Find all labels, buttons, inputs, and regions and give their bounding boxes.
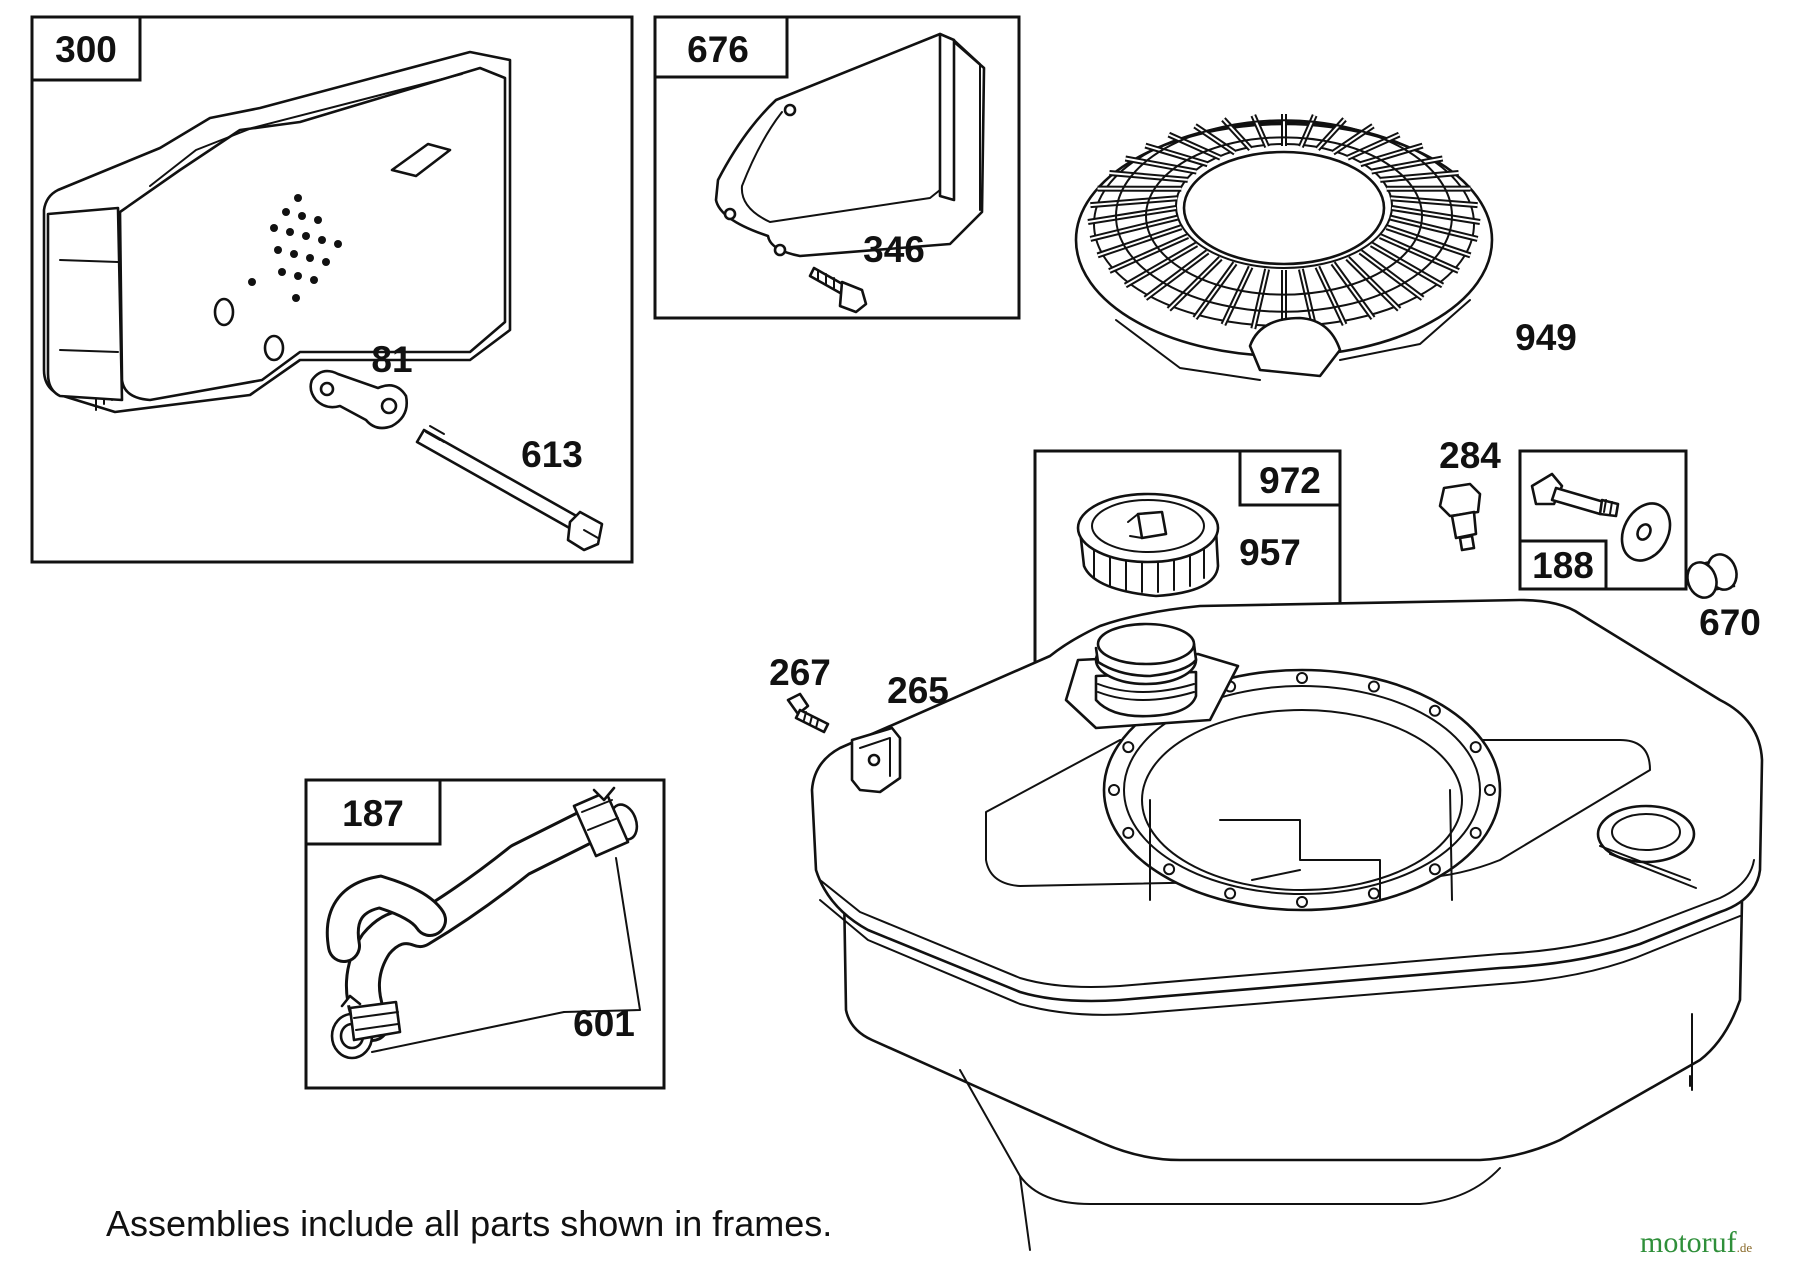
muffler-vent-holes: [248, 194, 342, 302]
blower-fin-highlight: [1370, 243, 1444, 287]
blower-fin-highlight: [1144, 250, 1209, 300]
frame-label-188: 188: [1532, 545, 1594, 586]
tank-ring-hole: [1163, 863, 1176, 876]
shoulder-bolt-icon: [1438, 482, 1482, 552]
frame-676: 676 346: [653, 15, 1021, 320]
frame-187: 187 601: [304, 778, 666, 1090]
blower-fin-highlight: [1391, 207, 1481, 223]
bracket-icon: [850, 726, 902, 794]
tank-ring-hole: [1367, 680, 1380, 693]
blower-housing-icon: [1074, 114, 1494, 381]
blower-fin-highlight: [1090, 216, 1178, 240]
blower-fin-highlight: [1379, 235, 1460, 272]
screw-267-icon: [786, 692, 830, 734]
bolt-icon: [808, 266, 868, 314]
frame-972: 972: [1033, 449, 1342, 706]
blower-fin-highlight: [1097, 226, 1182, 257]
watermark: motoruf.de: [1640, 1226, 1752, 1259]
blower-fin-highlight: [1390, 197, 1478, 207]
frame-label-972: 972: [1259, 460, 1321, 501]
tank-ring-hole: [1484, 784, 1496, 796]
blower-fin-highlight: [1316, 266, 1346, 326]
shoulder-screw-icon: [1530, 472, 1620, 518]
fuel-cap-icon: [1076, 492, 1220, 598]
callout-613: 613: [521, 434, 583, 475]
tank-ring-hole: [1469, 741, 1482, 754]
blower-fin-highlight: [1347, 133, 1400, 159]
muffler-screw-icon: [415, 425, 604, 552]
blower-fin-highlight: [1316, 118, 1346, 150]
blower-fin-highlight: [1299, 268, 1316, 329]
blower-fin-highlight: [1168, 133, 1221, 159]
tank-ring-hole: [1469, 826, 1482, 839]
tank-ring-hole: [1367, 887, 1380, 900]
tank-ring-hole: [1122, 826, 1135, 839]
callout-601: 601: [573, 1003, 635, 1044]
blower-fin-highlight: [1390, 216, 1478, 240]
tank-ring-hole: [1428, 863, 1441, 876]
hose-clamp-icon: [572, 786, 630, 858]
tank-ring-hole: [1428, 704, 1441, 717]
frame-label-676: 676: [687, 29, 749, 70]
blower-fin-highlight: [1380, 172, 1459, 181]
fuel-line-icon: [325, 802, 639, 1060]
muffler-guard-icon: [714, 32, 986, 258]
blower-fin-highlight: [1299, 114, 1316, 148]
blower-fin-highlight: [1332, 262, 1374, 319]
frame-label-300: 300: [55, 29, 117, 70]
tank-ring-holes: [1108, 672, 1496, 908]
blower-fin-highlight: [1145, 144, 1208, 166]
blower-fin-highlight: [1108, 235, 1189, 272]
muffler-icon: [42, 50, 512, 414]
callout-265: 265: [887, 670, 949, 711]
blower-fin-highlight: [1168, 257, 1222, 311]
blower-fin-highlight: [1359, 250, 1424, 300]
callout-670: 670: [1699, 602, 1761, 643]
blower-fins: [1087, 114, 1481, 330]
watermark-main: motoruf: [1640, 1226, 1737, 1259]
blower-fin-highlight: [1346, 257, 1400, 311]
blower-fin-highlight: [1090, 197, 1178, 207]
muffler-plate-icon: [309, 369, 408, 430]
blower-fin-highlight: [1087, 207, 1177, 223]
blower-fin-highlight: [1360, 144, 1423, 166]
callout-949: 949: [1515, 317, 1577, 358]
tank-ring-hole: [1224, 887, 1237, 900]
blower-fin-highlight: [1371, 157, 1443, 173]
blower-fin-highlight: [1332, 124, 1374, 154]
blower-fin-highlight: [1194, 262, 1236, 319]
hose-clamp-2-icon: [340, 994, 402, 1042]
assemblies-note: Assemblies include all parts shown in fr…: [106, 1203, 832, 1244]
callout-81: 81: [371, 339, 412, 380]
blower-fin-highlight: [1124, 243, 1198, 287]
watermark-suffix: .de: [1737, 1240, 1753, 1255]
washer-icon: [1620, 502, 1672, 562]
blower-fin-highlight: [1222, 266, 1252, 326]
blower-fin-highlight: [1125, 157, 1197, 173]
blower-ring: [1145, 136, 1423, 296]
callout-346: 346: [863, 229, 925, 270]
blower-fin-highlight: [1109, 172, 1188, 181]
blower-fin-highlight: [1252, 114, 1269, 148]
tank-ring-hole: [1108, 784, 1120, 796]
frame-label-187: 187: [342, 793, 404, 834]
blower-fin-highlight: [1252, 268, 1269, 329]
tank-ring-hole: [1296, 896, 1308, 908]
blower-ring: [1115, 119, 1453, 313]
blower-fin-highlight: [1194, 124, 1236, 154]
tank-ring-hole: [1122, 741, 1135, 754]
frame-188: 188: [1518, 449, 1688, 591]
frame-300: 300: [30, 15, 634, 564]
blower-fin-highlight: [1386, 226, 1471, 257]
blower-fin-highlight: [1222, 118, 1252, 150]
callout-284: 284: [1439, 435, 1501, 476]
callout-957: 957: [1239, 532, 1301, 573]
tank-ring-hole: [1296, 672, 1308, 684]
callout-267: 267: [769, 652, 831, 693]
fuel-tank-icon: [810, 598, 1764, 1251]
spacer-icon: [1686, 553, 1738, 599]
